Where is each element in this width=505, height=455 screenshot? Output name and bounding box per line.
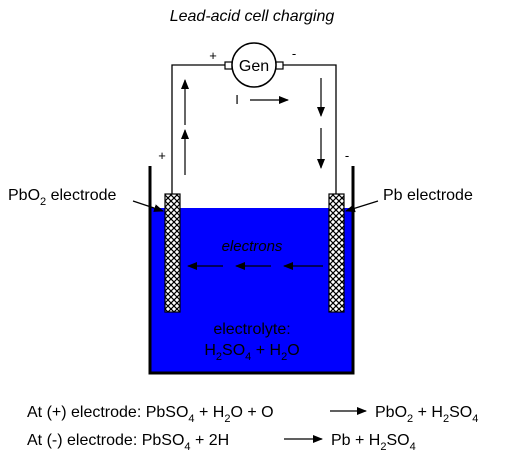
generator <box>231 42 277 88</box>
formula-text: SO <box>386 432 409 449</box>
formula-subscript: 2 <box>443 413 449 425</box>
equation-negative-lhs: At (-) electrode: PbSO4 + 2H <box>27 432 229 453</box>
generator-plus-sign: + <box>209 48 217 63</box>
formula-text: + H <box>195 404 225 421</box>
left-wire <box>171 64 225 194</box>
container <box>148 166 355 375</box>
right-pointer-arrow <box>345 200 379 213</box>
formula-subscript: 2 <box>380 441 386 453</box>
formula-subscript: 2 <box>216 351 222 363</box>
formula-subscript: 4 <box>472 413 478 425</box>
right-electrode-label: Pb electrode <box>383 187 473 204</box>
formula-text: SO <box>449 404 472 421</box>
electrons-label: electrons <box>222 238 283 255</box>
formula-subscript: 2 <box>407 413 413 425</box>
formula-text: At (+) electrode: PbSO <box>27 404 188 421</box>
formula-text: + 2H <box>191 432 230 449</box>
right-electrode <box>328 193 345 313</box>
formula-text: + H <box>251 342 281 359</box>
equation-positive-rhs: PbO2 + H2SO4 <box>375 404 478 425</box>
formula-text: H <box>204 342 216 359</box>
generator-terminal-minus <box>275 61 284 70</box>
formula-subscript: 4 <box>245 351 251 363</box>
electrolyte-formula: H2SO4 + H2O <box>204 342 299 363</box>
formula-text: + H <box>413 404 443 421</box>
terminal-minus-sign: - <box>345 148 349 163</box>
formula-subscript: 4 <box>188 413 194 425</box>
formula-text: O <box>287 342 299 359</box>
formula-text: Pb + H <box>331 432 380 449</box>
formula-text: PbO <box>375 404 407 421</box>
generator-minus-sign: - <box>292 46 296 61</box>
electrolyte-fill <box>150 208 353 373</box>
formula-subscript: 4 <box>184 441 190 453</box>
left-electrode-label: PbO2 electrode <box>8 187 117 208</box>
formula-text: SO <box>222 342 245 359</box>
equation-positive-lhs: At (+) electrode: PbSO4 + H2O + O <box>27 404 274 425</box>
formula-subscript: 4 <box>410 441 416 453</box>
electrolyte-label: electrolyte: <box>213 321 290 338</box>
formula-text: O + O <box>230 404 273 421</box>
formula-subscript: 2 <box>224 413 230 425</box>
diagram-title: Lead-acid cell charging <box>170 8 335 25</box>
generator-terminal-plus <box>224 61 233 70</box>
equation-negative-rhs: Pb + H2SO4 <box>331 432 416 453</box>
left-pointer-arrow <box>132 200 164 212</box>
right-wire <box>283 64 337 194</box>
formula-subscript: 2 <box>281 351 287 363</box>
formula-text: At (-) electrode: PbSO <box>27 432 184 449</box>
terminal-plus-sign: + <box>158 148 166 163</box>
generator-label: Gen <box>239 58 269 75</box>
left-electrode <box>164 193 181 313</box>
current-label: I <box>235 92 239 107</box>
